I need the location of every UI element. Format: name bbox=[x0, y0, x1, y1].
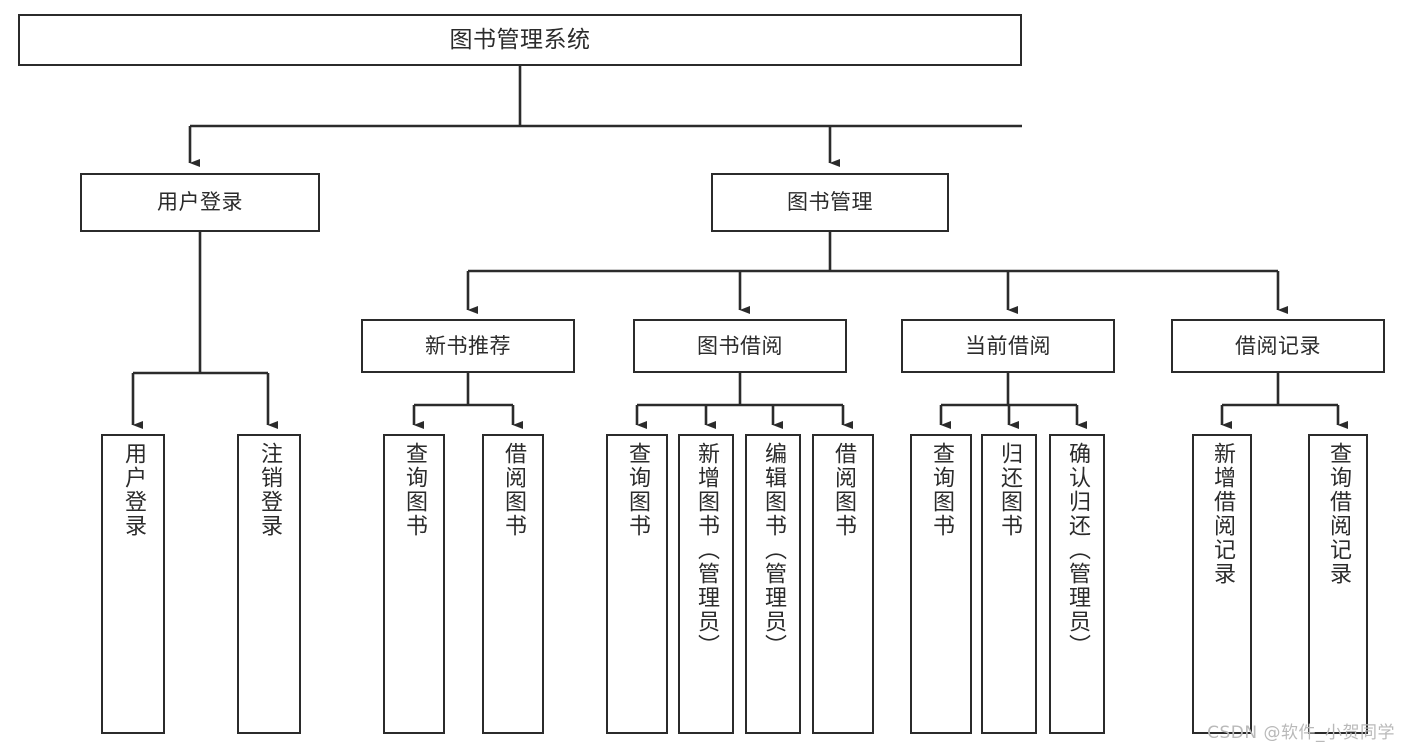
node-root-system[interactable]: 图书管理系统 bbox=[18, 14, 1022, 66]
node-label: 借阅图书 bbox=[831, 442, 856, 538]
node-label: 新书推荐 bbox=[425, 333, 511, 358]
node-label: 查询借阅记录 bbox=[1326, 442, 1351, 586]
node-leaf-add-borrow-record[interactable]: 新增借阅记录 bbox=[1192, 434, 1252, 734]
node-leaf-query-book-current[interactable]: 查询图书 bbox=[910, 434, 972, 734]
node-leaf-borrow-book-recommend[interactable]: 借阅图书 bbox=[482, 434, 544, 734]
node-leaf-logout-login[interactable]: 注销登录 bbox=[237, 434, 301, 734]
node-label: 图书管理 bbox=[787, 190, 873, 215]
node-leaf-query-borrow-record[interactable]: 查询借阅记录 bbox=[1308, 434, 1368, 734]
node-label: 借阅记录 bbox=[1235, 333, 1321, 358]
node-label: 查询图书 bbox=[625, 442, 650, 538]
node-label: 借阅图书 bbox=[501, 442, 526, 538]
node-leaf-user-login[interactable]: 用户登录 bbox=[101, 434, 165, 734]
node-leaf-query-book-recommend[interactable]: 查询图书 bbox=[383, 434, 445, 734]
node-label: 新增图书（管理员） bbox=[694, 442, 719, 658]
node-label: 确认归还（管理员） bbox=[1065, 442, 1090, 658]
node-leaf-return-book[interactable]: 归还图书 bbox=[981, 434, 1037, 734]
node-new-book-recommend[interactable]: 新书推荐 bbox=[361, 319, 575, 373]
node-leaf-query-book-borrow[interactable]: 查询图书 bbox=[606, 434, 668, 734]
node-label: 查询图书 bbox=[929, 442, 954, 538]
node-label: 查询图书 bbox=[402, 442, 427, 538]
node-leaf-add-book[interactable]: 新增图书（管理员） bbox=[678, 434, 734, 734]
node-borrow-record[interactable]: 借阅记录 bbox=[1171, 319, 1385, 373]
csdn-watermark: CSDN @软件_小贺同学 bbox=[1207, 723, 1395, 743]
node-user-login[interactable]: 用户登录 bbox=[80, 173, 320, 232]
node-book-management[interactable]: 图书管理 bbox=[711, 173, 949, 232]
node-label: 新增借阅记录 bbox=[1210, 442, 1235, 586]
node-label: 图书借阅 bbox=[697, 333, 783, 358]
node-label: 当前借阅 bbox=[965, 333, 1051, 358]
node-leaf-edit-book[interactable]: 编辑图书（管理员） bbox=[745, 434, 801, 734]
node-label: 用户登录 bbox=[157, 190, 243, 215]
node-label: 用户登录 bbox=[121, 442, 146, 538]
node-leaf-confirm-return[interactable]: 确认归还（管理员） bbox=[1049, 434, 1105, 734]
node-current-borrow[interactable]: 当前借阅 bbox=[901, 319, 1115, 373]
node-label: 归还图书 bbox=[997, 442, 1022, 538]
node-book-borrow[interactable]: 图书借阅 bbox=[633, 319, 847, 373]
node-label: 编辑图书（管理员） bbox=[761, 442, 786, 658]
node-label: 注销登录 bbox=[257, 442, 282, 538]
node-leaf-borrow-book[interactable]: 借阅图书 bbox=[812, 434, 874, 734]
node-label: 图书管理系统 bbox=[449, 26, 591, 53]
